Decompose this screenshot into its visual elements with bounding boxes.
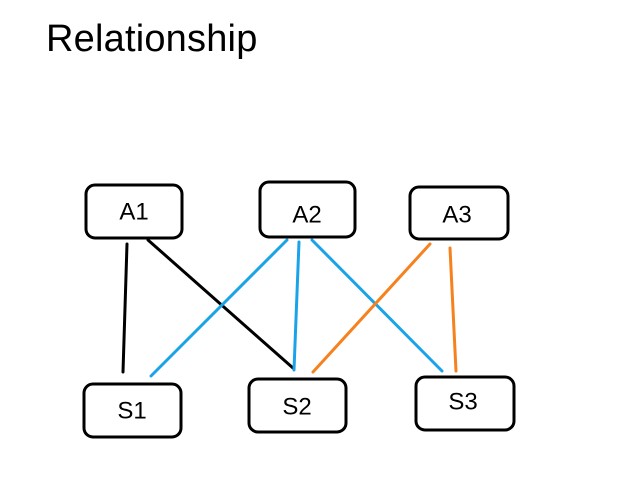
node-a1-label: A1 [119,199,148,226]
node-a2-label: A2 [292,202,321,229]
edge-a2-s3 [310,238,444,373]
node-a3-label: A3 [442,202,471,229]
node-s2-label: S2 [282,394,311,421]
edge-a1-s2 [146,238,295,370]
page-title: Relationship [46,18,258,60]
node-s2: S2 [247,377,348,434]
node-s1-label: S1 [117,398,146,425]
node-s3-label: S3 [448,389,477,416]
node-s1: S1 [82,382,183,439]
node-s3: S3 [414,375,516,432]
edges-layer [121,238,458,378]
node-a3: A3 [408,185,510,241]
edge-a3-s2 [311,242,432,374]
edge-a2-s2 [292,240,301,372]
edge-a3-s3 [448,246,458,373]
edge-a2-s1 [149,238,289,378]
node-a1: A1 [84,183,184,240]
node-a2: A2 [258,180,357,239]
edge-a1-s1 [121,242,129,374]
